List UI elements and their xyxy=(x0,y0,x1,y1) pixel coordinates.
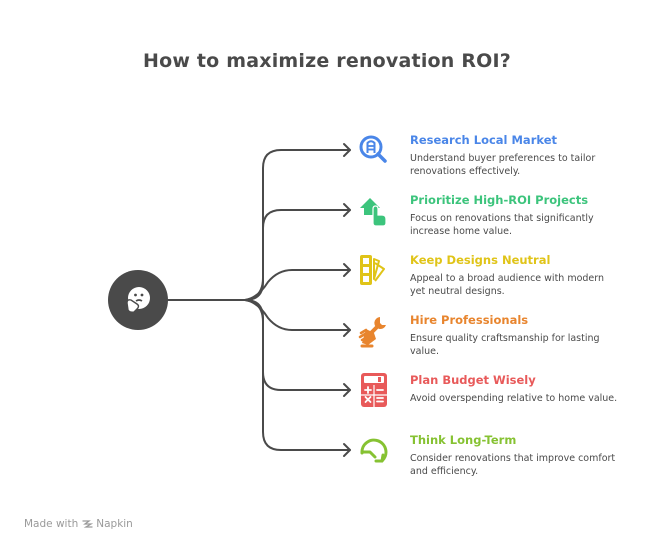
made-with-napkin-footer[interactable]: Made with Napkin xyxy=(24,518,133,530)
branch-label: Research Local Market xyxy=(410,133,558,147)
house-pointer-icon xyxy=(360,198,387,227)
branch-item-prioritize-high-roi: Prioritize High-ROI Projects Focus on re… xyxy=(358,193,628,253)
branch-label: Prioritize High-ROI Projects xyxy=(410,193,589,207)
branch-label: Think Long-Term xyxy=(410,433,517,447)
diagram-title: How to maximize renovation ROI? xyxy=(142,50,512,72)
branch-item-hire-professionals: Hire Professionals Ensure quality crafts… xyxy=(358,313,628,373)
branch-description: Ensure quality craftsmanship for lasting… xyxy=(410,333,600,357)
branch-description: Consider renovations that improve comfor… xyxy=(410,453,616,477)
branch-label: Keep Designs Neutral xyxy=(410,253,551,267)
calculator-icon xyxy=(361,373,387,407)
napkin-logo-icon xyxy=(82,519,94,528)
branch-label: Hire Professionals xyxy=(410,313,529,327)
branch-description: Avoid overspending relative to home valu… xyxy=(410,393,618,404)
central-hub xyxy=(108,270,168,330)
branch-description: Focus on renovations that significantly … xyxy=(410,213,594,237)
branch-description: Appeal to a broad audience with modern y… xyxy=(410,273,605,297)
branch-description: Understand buyer preferences to tailor r… xyxy=(410,153,596,177)
footer-prefix: Made with xyxy=(24,518,79,530)
color-swatch-icon xyxy=(360,255,385,285)
magnifier-building-icon xyxy=(359,135,387,163)
branch-label: Plan Budget Wisely xyxy=(410,373,536,387)
branch-item-keep-designs-neutral: Keep Designs Neutral Appeal to a broad a… xyxy=(358,253,628,313)
thinking-face-icon xyxy=(126,287,150,313)
hand-wrench-icon xyxy=(358,317,386,348)
footer-brand: Napkin xyxy=(96,518,133,530)
circular-arrow-icon xyxy=(360,438,388,463)
branch-item-plan-budget-wisely: Plan Budget Wisely Avoid overspending re… xyxy=(358,373,628,433)
branch-item-think-long-term: Think Long-Term Consider renovations tha… xyxy=(358,433,628,493)
branch-item-research-local-market: Research Local Market Understand buyer p… xyxy=(358,133,628,193)
